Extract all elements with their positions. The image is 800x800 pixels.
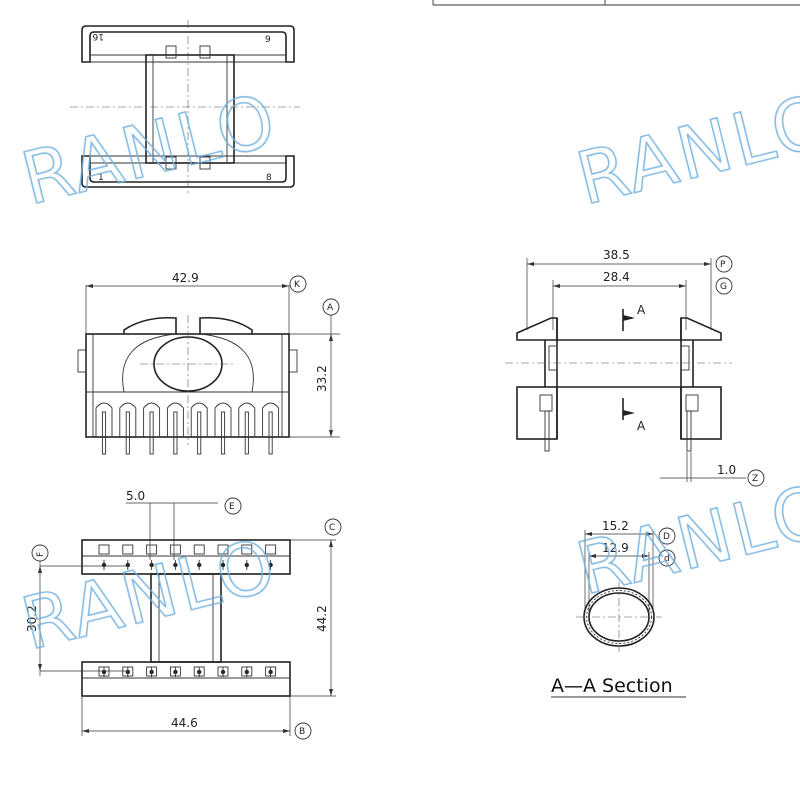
pin-label-1: 1 <box>98 173 104 183</box>
watermark-2: RANLO <box>569 77 800 221</box>
bottom-pin-pad <box>217 544 229 555</box>
front-pin-slot <box>143 402 161 437</box>
pin-label-8: 8 <box>266 173 272 183</box>
front-pin <box>101 411 107 455</box>
bottom-pin-pad <box>122 544 134 555</box>
top-view: 16 9 1 8 <box>70 20 300 195</box>
side-view: 38.5 P 28.4 G A <box>505 248 765 487</box>
watermarks: RANLO RANLO RANLO RANLO <box>13 76 800 667</box>
front-height-dim: 33.2 <box>315 365 329 392</box>
pitch-dim: 5.0 <box>126 489 145 503</box>
front-pin-slot <box>214 402 232 437</box>
section-mark-bottom: A <box>637 419 646 433</box>
front-pin-slot <box>262 402 280 437</box>
front-width-dim: 42.9 <box>172 271 199 285</box>
section-mark-top: A <box>637 303 646 317</box>
section-outer-dim: 15.2 <box>602 519 629 533</box>
ref-f: F <box>36 552 46 557</box>
watermark-1: RANLO <box>14 77 286 221</box>
front-pin <box>149 411 154 455</box>
ref-d: D <box>663 532 670 542</box>
side-inner-dim: 28.4 <box>603 270 630 284</box>
front-pin <box>220 411 226 455</box>
front-pin-slot <box>95 402 113 437</box>
section-inner-dim: 12.9 <box>602 541 629 555</box>
watermark-4: RANLO <box>569 467 800 611</box>
bottom-pin-pad <box>193 544 205 555</box>
ref-d-small: d <box>664 554 670 564</box>
ref-c: C <box>329 523 335 533</box>
front-view: 42.9 K A 33.2 <box>77 271 340 455</box>
ref-b: B <box>299 727 305 737</box>
front-pin-slot <box>190 402 208 437</box>
front-pin <box>173 411 178 455</box>
bottom-pin-pad <box>146 544 158 555</box>
pin-label-9: 9 <box>265 35 271 45</box>
front-pin-slot <box>238 402 256 437</box>
title-block-fragment <box>432 0 800 6</box>
bottom-pin-pad <box>169 544 181 555</box>
front-pin-slot <box>166 402 184 437</box>
ref-e: E <box>229 502 235 512</box>
ref-g: G <box>720 282 727 292</box>
front-pin <box>125 411 130 455</box>
section-title: A—A Section <box>551 675 673 697</box>
front-pin-slot <box>119 402 137 437</box>
bottom-pin-pad <box>241 544 253 555</box>
length-dim: 44.2 <box>315 605 329 632</box>
pin-label-16: 16 <box>92 31 104 41</box>
bottom-pin-pad <box>98 544 110 555</box>
section-view: 15.2 D 12.9 d A—A Section <box>551 519 686 698</box>
front-pin-row <box>92 392 283 437</box>
front-pin <box>197 411 202 455</box>
width-dim: 44.6 <box>171 716 198 730</box>
front-pin <box>244 411 249 455</box>
pin-width-dim: 1.0 <box>717 463 736 477</box>
ref-a: A <box>327 303 334 313</box>
bottom-view: 5.0 E C F 30.2 44.2 44.6 <box>25 489 342 740</box>
bottom-pin-pad <box>265 544 277 555</box>
ref-k: K <box>294 280 301 290</box>
front-pin <box>268 411 273 455</box>
side-outer-dim: 38.5 <box>603 248 630 262</box>
ref-p: P <box>720 260 726 270</box>
ref-z: Z <box>752 474 758 484</box>
row-distance-dim: 30.2 <box>25 605 39 632</box>
